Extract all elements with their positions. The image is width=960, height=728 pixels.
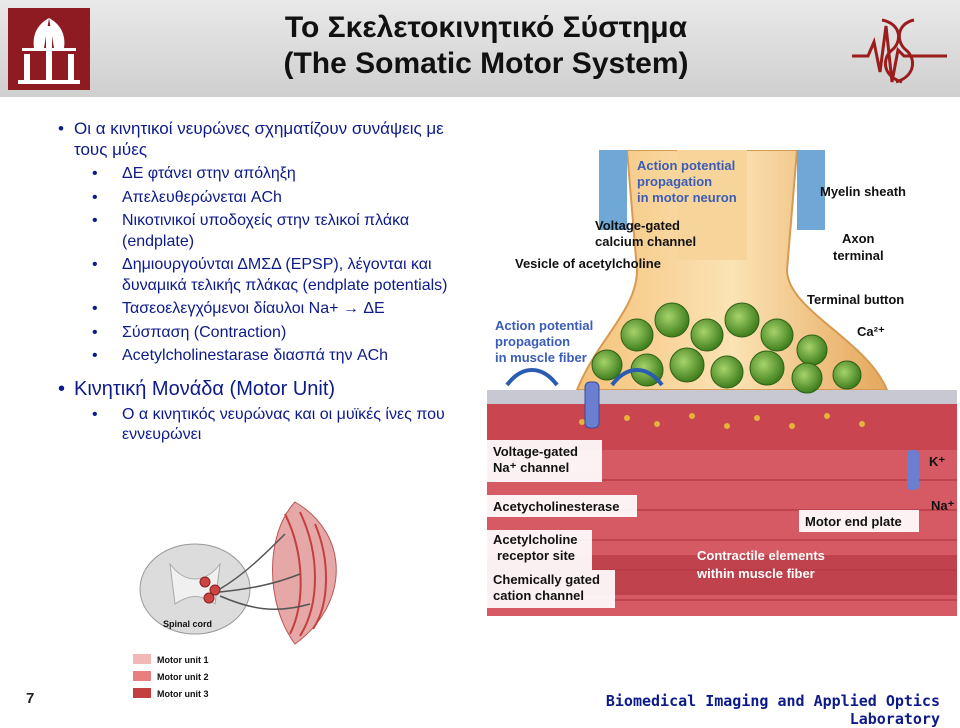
label-ap-motor-3: in motor neuron <box>637 190 737 205</box>
bullet-synapses: Οι α κινητικοί νευρώνες σχηματίζουν συνά… <box>52 118 472 160</box>
label-vg-ca-2: calcium channel <box>595 234 696 249</box>
label-ap-muscle-3: in muscle fiber <box>495 350 587 365</box>
label-ap-muscle-2: propagation <box>495 334 570 349</box>
label-spinal-cord: Spinal cord <box>163 619 212 629</box>
page-number: 7 <box>26 690 35 707</box>
legend-label-3: Motor unit 3 <box>157 689 209 699</box>
label-ap-motor-1: Action potential <box>637 158 735 173</box>
legend-swatch-1 <box>133 654 151 664</box>
label-chem-1: Chemically gated <box>493 572 600 587</box>
label-vg-na-2: Na⁺ channel <box>493 460 569 475</box>
slide-title: Το Σκελετοκινητικό Σύστημα (The Somatic … <box>180 10 792 82</box>
label-ach-rec-2: receptor site <box>497 548 575 563</box>
bullet-list: Οι α κινητικοί νευρώνες σχηματίζουν συνά… <box>52 118 472 449</box>
label-ap-motor-2: propagation <box>637 174 712 189</box>
label-motor-end-plate: Motor end plate <box>805 514 902 529</box>
sub-bullet: Νικοτινικοί υποδοχείς στην τελικοί πλάκα… <box>52 211 472 252</box>
label-vesicle: Vesicle of acetylcholine <box>515 256 661 271</box>
label-myelin: Myelin sheath <box>820 184 906 199</box>
motor-unit-diagram: Spinal cord Motor unit 1 Motor unit 2 Mo… <box>125 494 425 706</box>
sub-bullet: Ο α κινητικός νευρώνας και οι μυϊκές ίνε… <box>52 405 472 446</box>
sublist-synapses: ΔΕ φτάνει στην απόληξη Απελευθερώνεται A… <box>52 164 472 367</box>
label-vg-na-1: Voltage-gated <box>493 444 578 459</box>
label-vg-ca-1: Voltage-gated <box>595 218 680 233</box>
title-line-1: Το Σκελετοκινητικό Σύστημα <box>284 11 688 44</box>
label-na: Na⁺ <box>931 498 955 513</box>
label-ache: Acetycholinesterase <box>493 499 619 514</box>
footer-lab-name: Biomedical Imaging and Applied Optics La… <box>605 692 940 728</box>
legend-swatch-2 <box>133 671 151 681</box>
neuromuscular-junction-diagram: Action potential propagation in motor ne… <box>487 150 957 616</box>
label-axon-2: terminal <box>833 248 884 263</box>
label-ap-muscle-1: Action potential <box>495 318 593 333</box>
legend-swatch-3 <box>133 688 151 698</box>
sub-bullet: Απελευθερώνεται ACh <box>52 188 472 209</box>
label-ca: Ca²⁺ <box>857 324 885 339</box>
sub-bullet: Δημιουργούνται ΔΜΣΔ (EPSP), λέγονται και… <box>52 255 472 296</box>
legend-label-2: Motor unit 2 <box>157 672 209 682</box>
label-ach-rec-1: Acetylcholine <box>493 532 578 547</box>
label-chem-2: cation channel <box>493 588 584 603</box>
bullet-motor-unit: Κινητική Μονάδα (Motor Unit) <box>52 377 472 401</box>
title-line-2: (The Somatic Motor System) <box>283 47 689 80</box>
legend-label-1: Motor unit 1 <box>157 655 209 665</box>
slide-header: Το Σκελετοκινητικό Σύστημα (The Somatic … <box>0 0 960 97</box>
label-terminal-button: Terminal button <box>807 292 904 307</box>
sub-bullet: Τασεοελεγχόμενοι δίαυλοι Na+ → ΔΕ <box>52 299 472 320</box>
sublist-motor-unit: Ο α κινητικός νευρώνας και οι μυϊκές ίνε… <box>52 405 472 446</box>
sub-bullet: ΔΕ φτάνει στην απόληξη <box>52 164 472 185</box>
label-contractile-2: within muscle fiber <box>696 566 815 581</box>
label-axon-1: Axon <box>842 231 875 246</box>
university-logo <box>8 8 90 90</box>
sub-bullet: Acetylcholinestarase διασπά την ACh <box>52 346 472 367</box>
sub-bullet: Σύσπαση (Contraction) <box>52 323 472 344</box>
label-k: K⁺ <box>929 454 945 469</box>
lab-logo-icon <box>852 18 947 84</box>
label-contractile-1: Contractile elements <box>697 548 825 563</box>
